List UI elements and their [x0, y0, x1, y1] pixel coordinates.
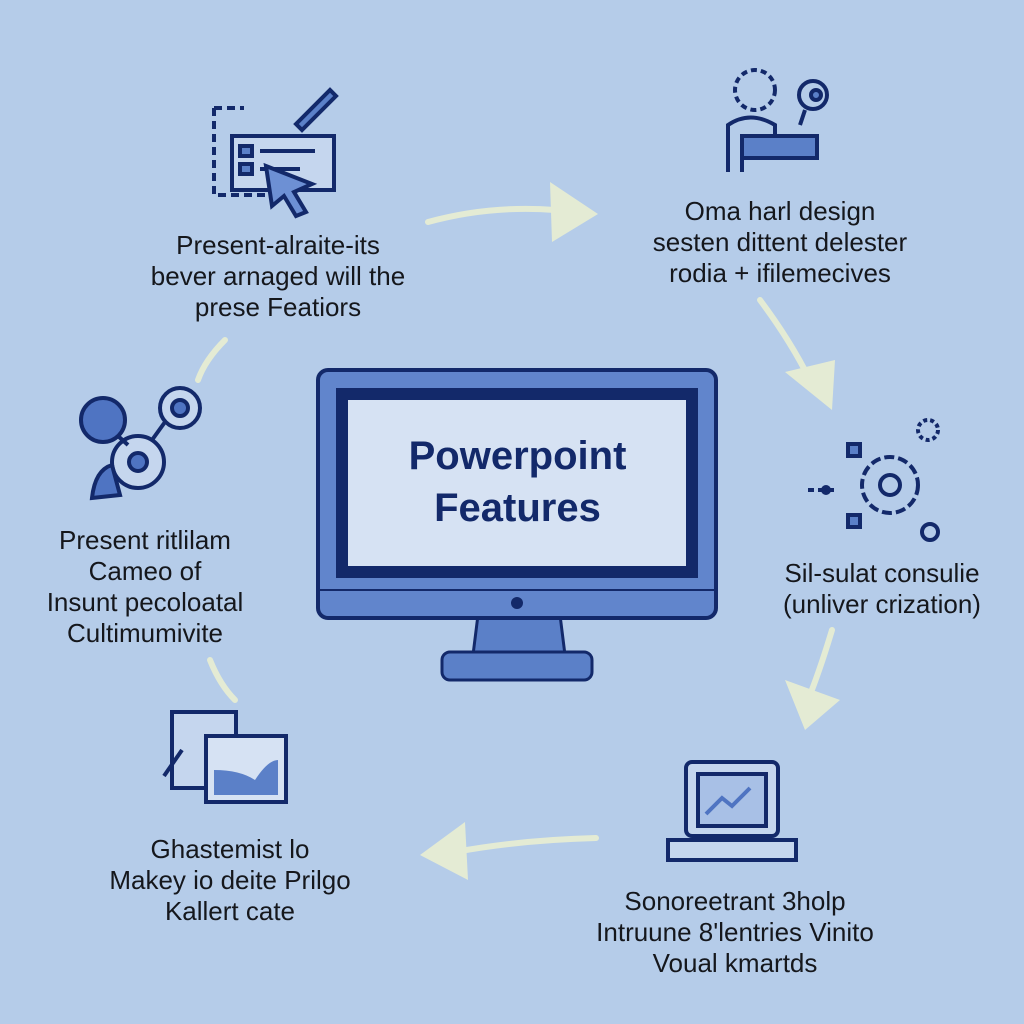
cycle-arrows — [195, 205, 835, 855]
label-line: Present-alraite-its — [176, 230, 380, 260]
label-line: Cultimumivite — [66, 618, 224, 648]
label-line: sesten dittent delester — [652, 227, 908, 257]
arrow-left-upper — [195, 337, 228, 383]
node-label-1: Present-alraite-its bever arnaged will t… — [128, 230, 428, 323]
label-line: prese Featiors — [194, 292, 362, 322]
label-line: Present ritlilam — [59, 525, 231, 555]
center-title-line-2: Features — [434, 486, 601, 530]
node-label-2: Oma harl design sesten dittent delester … — [620, 196, 940, 289]
node-label-5: Ghastemist lo Makey io deite Prilgo Kall… — [80, 834, 380, 927]
center-title: Powerpoint Features — [340, 430, 695, 534]
label-line: Sonoreetrant 3holp — [624, 886, 846, 916]
label-line: rodia + ifilemecives — [669, 258, 891, 288]
people-connect-icon — [79, 386, 202, 501]
image-frames-icon — [162, 710, 288, 804]
label-line: Ghastemist lo — [150, 834, 310, 864]
label-line: Makey io deite Prilgo — [109, 865, 351, 895]
gear-network-icon — [808, 418, 940, 542]
label-line: Intruune 8'lentries Vinito — [596, 917, 874, 947]
node-label-6: Present ritlilam Cameo of Insunt pecoloa… — [20, 525, 270, 649]
arrow-heads — [420, 182, 840, 880]
monitor-icon — [316, 368, 718, 682]
head-gear-icon — [726, 68, 829, 172]
node-label-3: Sil-sulat consulie (unliver crization) — [754, 558, 1010, 620]
label-line: Cameo of — [88, 556, 202, 586]
arrow-left-lower — [207, 657, 238, 703]
arrow-bottom — [452, 835, 599, 855]
node-label-4: Sonoreetrant 3holp Intruune 8'lentries V… — [560, 886, 910, 979]
laptop-chart-icon — [666, 760, 798, 862]
arrow-top — [425, 205, 558, 225]
form-cursor-icon — [212, 87, 339, 219]
center-title-line-1: Powerpoint — [408, 434, 627, 478]
label-line: Kallert cate — [164, 896, 296, 926]
label-line: bever arnaged will the — [150, 261, 406, 291]
label-line: (unliver crization) — [783, 589, 981, 619]
label-line: Voual kmartds — [652, 948, 818, 978]
label-line: Insunt pecoloatal — [46, 587, 244, 617]
label-line: Oma harl design — [684, 196, 876, 226]
arrow-right-lower — [805, 627, 835, 703]
label-line: Sil-sulat consulie — [784, 558, 980, 588]
